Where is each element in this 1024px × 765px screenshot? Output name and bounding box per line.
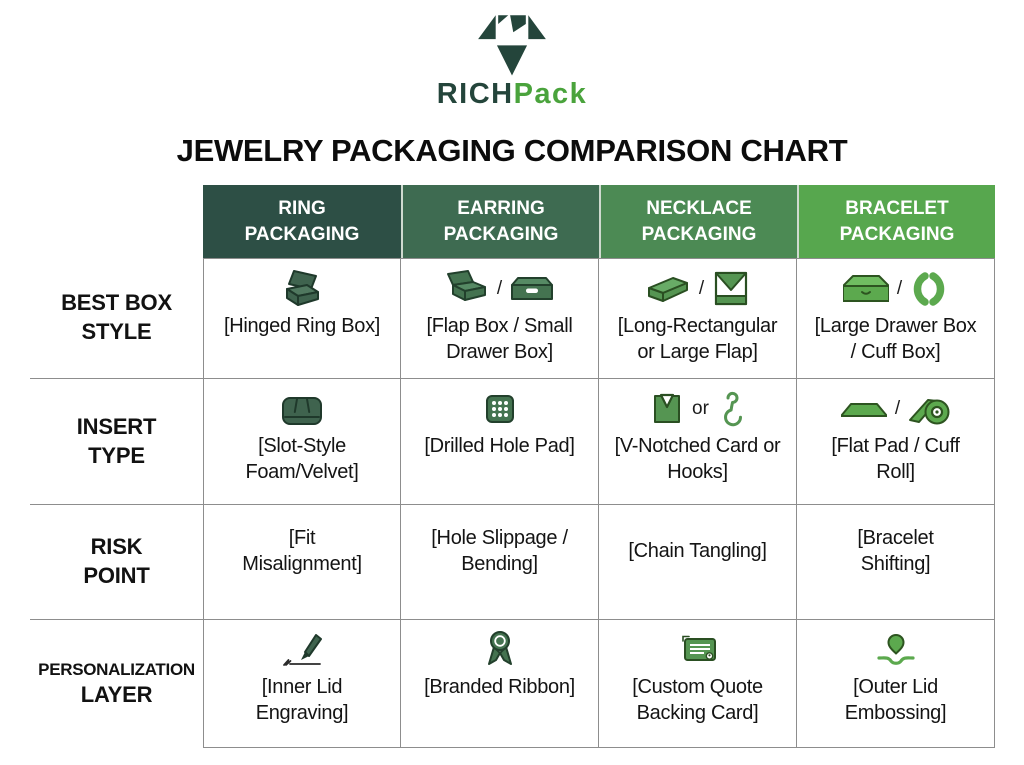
cell-label: [Flap Box / Small Drawer Box] (426, 315, 573, 363)
cell-label: [Long-Rectangular or Large Flap] (617, 315, 778, 363)
icon-separator: or (692, 398, 709, 419)
cell-label: [V-Notched Card or Hooks] (614, 435, 781, 483)
cell-label: [Custom Quote Backing Card] (632, 676, 763, 724)
hook-icon (724, 391, 742, 427)
cell-risk-bracelet: [Bracelet Shifting] (797, 505, 995, 620)
cell-icons (279, 267, 325, 311)
cell-label: [Hinged Ring Box] (223, 315, 381, 337)
cell-label: [Branded Ribbon] (424, 676, 575, 698)
brand-name-rich: RICH (436, 78, 514, 110)
large-flap-icon (715, 271, 748, 306)
cell-label: [Drilled Hole Pad] (424, 435, 575, 457)
brand-name-pack: Pack (513, 78, 588, 110)
drilled-hole-pad-icon (485, 395, 514, 423)
cell-icons: / (840, 387, 950, 431)
cell-icons (483, 628, 517, 672)
cell-icons: / (842, 267, 948, 311)
cell-insert-earring: [Drilled Hole Pad] (401, 379, 599, 505)
emboss-seal-icon (876, 633, 915, 665)
v-notched-card-icon (654, 393, 681, 423)
cuff-roll-icon (909, 399, 950, 425)
icon-separator: / (496, 278, 503, 299)
cell-label: [Outer Lid Embossing] (844, 676, 947, 724)
cell-personalization-bracelet: [Outer Lid Embossing] (797, 620, 995, 748)
page-title: JEWELRY PACKAGING COMPARISON CHART (176, 133, 848, 168)
cell-insert-necklace: or [V-Notched Card or Hooks] (599, 379, 797, 505)
row-header-risk-point: RISK POINT (30, 505, 203, 620)
flat-pad-icon (840, 403, 887, 417)
hinged-ring-box-icon (286, 270, 319, 306)
cell-personalization-earring: [Branded Ribbon] (401, 620, 599, 748)
cell-best-box-ring: [Hinged Ring Box] (203, 258, 401, 379)
cell-icons (280, 387, 324, 431)
cuff-box-icon (913, 272, 945, 306)
column-header-ring: RING PACKAGING (203, 185, 401, 258)
cell-insert-bracelet: / [Flat Pad / Cuff Roll] (797, 379, 995, 505)
cell-best-box-earring: / [Flap Box / Small Drawer Box] (401, 258, 599, 379)
row-header-personalization-layer: PERSONALIZATION LAYER (38, 659, 195, 707)
cell-icons (675, 628, 721, 672)
long-rectangular-box-icon (647, 277, 688, 302)
cell-risk-necklace: [Chain Tangling] (599, 505, 797, 620)
cell-label: [Flat Pad / Cuff Roll] (831, 435, 960, 483)
cell-icons (280, 628, 324, 672)
small-drawer-box-icon (511, 277, 554, 300)
corner-spacer (30, 185, 203, 258)
quote-card-icon (681, 635, 716, 661)
row-header-insert-type: INSERT TYPE (30, 379, 203, 505)
large-drawer-box-icon (842, 275, 889, 302)
brand-logo-block: RICHPack (0, 14, 1024, 109)
cell-personalization-ring: [Inner Lid Engraving] (203, 620, 401, 748)
cell-icons: / (445, 267, 554, 311)
diamond-m-logo-icon (478, 15, 546, 76)
column-header-earring: EARRING PACKAGING (401, 185, 599, 258)
icon-separator: / (698, 278, 705, 299)
cell-best-box-bracelet: / [Large Drawer Box / Cuff Box] (797, 258, 995, 379)
cell-best-box-necklace: / [Long-Rectangular or Large Flap] (599, 258, 797, 379)
cell-label: [Large Drawer Box / Cuff Box] (814, 315, 977, 363)
slot-foam-icon (282, 396, 322, 425)
cell-label: [Hole Slippage / Bending] (431, 526, 568, 575)
cell-icons: / (645, 267, 750, 311)
award-ribbon-icon (487, 631, 512, 665)
brand-name: RICHPack (0, 80, 1024, 109)
comparison-table: RING PACKAGING EARRING PACKAGING NECKLAC… (30, 185, 995, 748)
column-header-bracelet: BRACELET PACKAGING (797, 185, 995, 258)
cell-risk-earring: [Hole Slippage / Bending] (401, 505, 599, 620)
cell-insert-ring: [Slot-Style Foam/Velvet] (203, 379, 401, 505)
cell-icons (874, 628, 918, 672)
cell-label: [Chain Tangling] (628, 539, 767, 562)
cell-personalization-necklace: [Custom Quote Backing Card] (599, 620, 797, 748)
cell-label: [Slot-Style Foam/Velvet] (245, 435, 359, 483)
cell-label: [Inner Lid Engraving] (255, 676, 349, 724)
cell-risk-ring: [Fit Misalignment] (203, 505, 401, 620)
cell-icons (482, 387, 518, 431)
cell-label: [Fit Misalignment] (242, 526, 362, 575)
engraving-pen-icon (283, 634, 322, 666)
icon-separator: / (896, 278, 903, 299)
cell-label: [Bracelet Shifting] (857, 526, 934, 575)
row-header-best-box-style: BEST BOX STYLE (30, 258, 203, 379)
column-header-necklace: NECKLACE PACKAGING (599, 185, 797, 258)
cell-icons: or (650, 387, 745, 431)
icon-separator: / (894, 398, 901, 419)
flap-box-icon (446, 270, 486, 301)
